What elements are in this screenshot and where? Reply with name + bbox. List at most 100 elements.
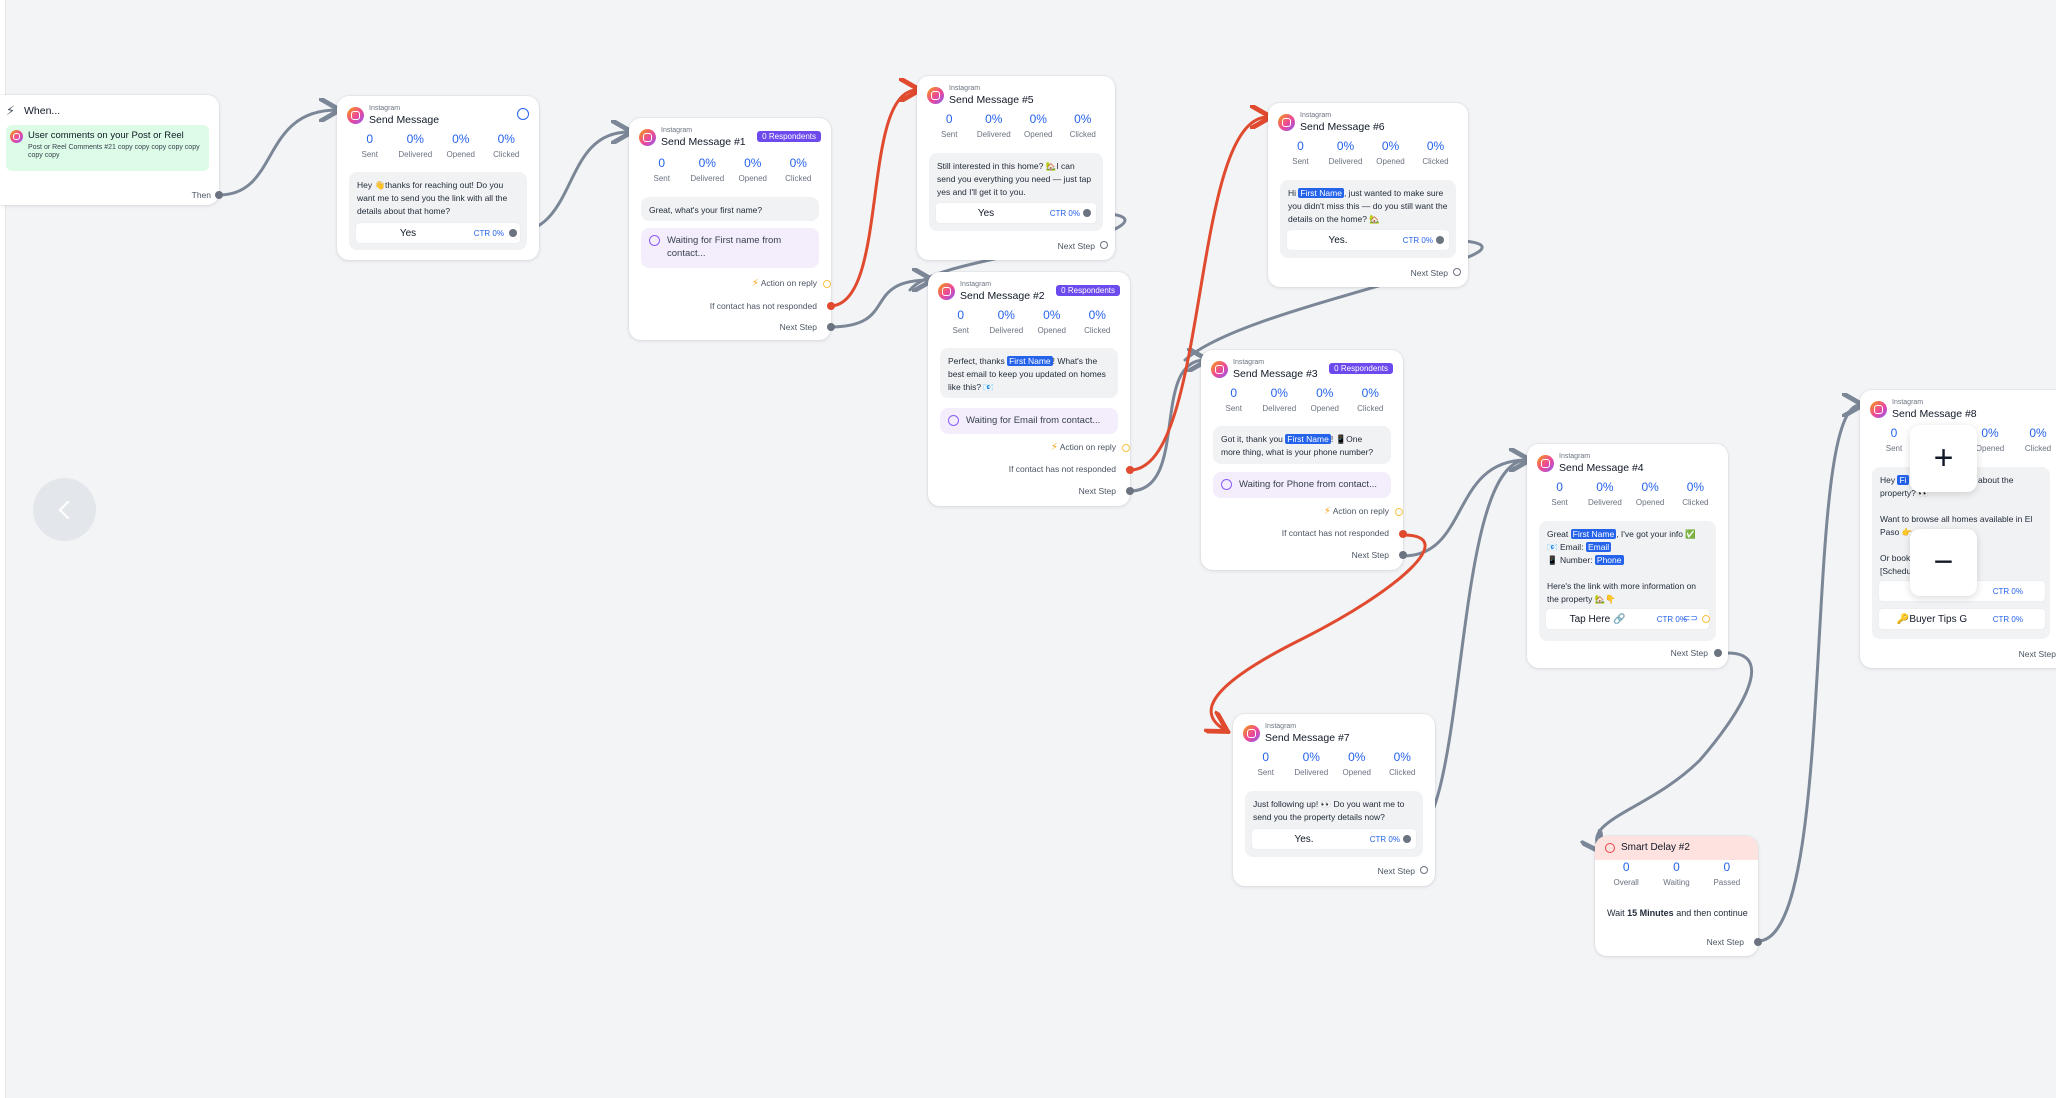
button-port[interactable] [1403,835,1411,843]
node-title: Send Message #1 [661,136,746,148]
instagram-icon [1870,401,1887,418]
message-text-c: Want to browse all homes available in El… [1880,514,2033,537]
then-port[interactable] [215,191,223,199]
message-bubble[interactable]: Great, what's your first name? [641,197,819,221]
button-port[interactable] [1083,209,1091,217]
not-responded-port[interactable] [1126,466,1134,474]
message-text-c: Here's the link with more information on… [1547,581,1697,604]
next-step-port[interactable] [1399,551,1407,559]
sent-label: Sent [361,150,378,159]
then-label: Then [191,190,211,200]
tap-here-button[interactable]: Tap Here 🔗 CTR 0% [1545,608,1710,630]
waiting-text: Waiting for First name from contact... [667,235,782,259]
button-port[interactable] [1436,236,1444,244]
send-message-3-node[interactable]: Instagram Send Message #3 0 Respondents … [1201,350,1407,570]
action-on-reply-text: Action on reply [1332,506,1389,516]
send-message-1-node[interactable]: Instagram Send Message #1 0 Respondents … [629,118,835,340]
wire-m1-to-m5 [828,90,917,308]
bolt-icon: ⚡ [751,278,759,289]
email-variable: Email [1585,542,1612,552]
next-step-label: Next Step [1670,648,1708,658]
clicked-value: 0% [1361,386,1379,400]
next-step-port[interactable] [1100,241,1108,249]
platform-label: Instagram [1265,723,1297,730]
clicked-label: Clicked [1422,157,1449,166]
next-step-label: Next Step [1706,937,1744,947]
sent-value: 0 [366,132,374,146]
back-button[interactable] [33,478,96,541]
opened-label: Opened [1024,130,1053,139]
next-step-port[interactable] [1453,268,1461,276]
yes-button[interactable]: Yes. CTR 0% [1251,828,1417,850]
ctr-label: CTR 0% [1992,587,2023,596]
ctr-label: CTR 0% [473,229,504,238]
next-step-port[interactable] [1714,649,1722,657]
delivered-label: Delivered [989,326,1024,335]
message-bubble[interactable]: Perfect, thanks First Name! What's the b… [940,348,1118,398]
message-text-b: , I've got your info ✅ [1616,529,1696,539]
zoom-in-button[interactable]: + [1910,425,1977,492]
button-port[interactable] [1702,615,1710,623]
message-text-b: , just wanted to make sure you didn't mi… [1288,188,1448,224]
node-title: Send Message [369,114,440,126]
waiting-label: Waiting [1663,878,1690,887]
chat-bubble-icon [517,108,529,120]
clicked-label: Clicked [785,174,812,183]
message-text: Still interested in this home? 🏡I can se… [937,161,1092,197]
action-on-reply-port[interactable] [1395,508,1403,516]
next-step-port[interactable] [1420,866,1428,874]
action-on-reply-port[interactable] [1122,444,1130,452]
buyer-tips-button[interactable]: 🔑Buyer Tips G CTR 0% [1878,608,2046,630]
node-title: Send Message #7 [1265,732,1350,744]
platform-label: Instagram [1892,399,1924,406]
yes-button[interactable]: Yes CTR 0% [935,202,1097,224]
instagram-icon [1211,361,1228,378]
action-on-reply-port[interactable] [823,280,831,288]
message-bubble[interactable]: Got it, thank you First Name! 📱One more … [1213,426,1391,464]
trigger-event-box[interactable]: User comments on your Post or Reel Post … [6,125,209,171]
opened-label: Opened [1376,157,1405,166]
sent-label: Sent [1885,444,1903,453]
opened-label: Opened [1635,498,1665,507]
button-label: Yes. [1328,235,1348,246]
node-title: Send Message #6 [1300,121,1385,133]
not-responded-port[interactable] [1399,530,1407,538]
action-on-reply-label: ⚡ Action on reply [1051,442,1116,453]
next-step-port[interactable] [827,323,835,331]
yes-button[interactable]: Yes. CTR 0% [1286,229,1450,251]
next-step-port[interactable] [1754,938,1762,946]
next-step-label: Next Step [1410,268,1448,278]
ctr-label: CTR 0% [1049,209,1080,218]
delivered-label: Delivered [1587,498,1622,507]
respondents-badge: 0 Respondents [757,131,821,142]
not-responded-port[interactable] [827,302,835,310]
next-step-port[interactable] [1126,487,1134,495]
opened-value: 0% [1316,386,1334,400]
yes-button[interactable]: Yes CTR 0% [355,222,521,244]
platform-label: Instagram [1233,359,1265,366]
sent-value: 0 [1297,139,1304,153]
wire-m4-to-delay [1596,651,1753,850]
button-label: Tap Here 🔗 [1569,614,1626,625]
button-port[interactable] [509,229,517,237]
trigger-node[interactable]: ⚡ When... User comments on your Post or … [0,95,223,205]
not-responded-label: If contact has not responded [1281,528,1389,538]
zoom-out-button[interactable]: − [1910,529,1977,596]
delivered-label: Delivered [1294,768,1329,777]
node-title: Send Message #2 [960,290,1045,302]
message-text-b: ! What's the best email to keep you upda… [948,356,1106,392]
send-message-2-node[interactable]: Instagram Send Message #2 0 Respondents … [928,272,1134,506]
delivered-value: 0% [985,112,1003,126]
trigger-when-label: When... [24,105,61,117]
delivered-value: 0% [1336,139,1355,153]
overall-label: Overall [1613,878,1639,887]
waiting-box: Waiting for Email from contact... [940,408,1118,434]
